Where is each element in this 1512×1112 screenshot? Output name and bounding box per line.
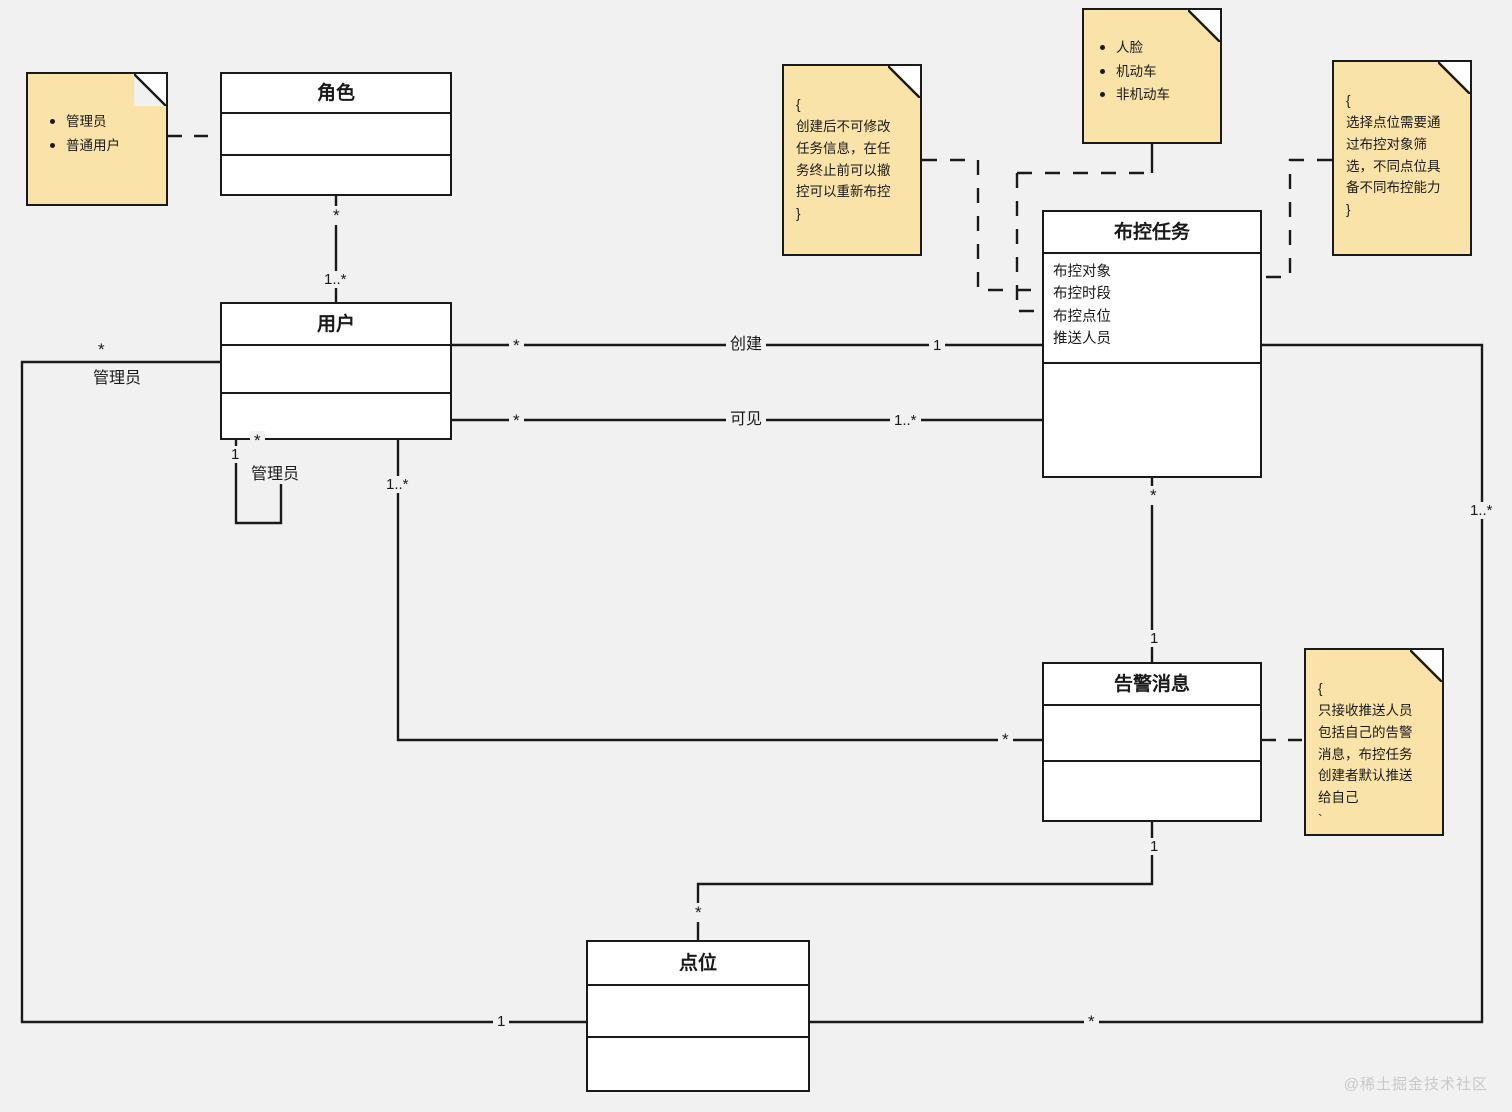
multiplicity-role-user-top: * [329,206,344,225]
note-item: 机动车 [1094,60,1220,84]
class-attributes [222,346,450,394]
note-item: 管理员 [44,110,166,134]
note-monitor-objects: 人脸 机动车 非机动车 [1082,8,1222,144]
note-text: { 创建后不可修改 任务信息，在任 务终止前可以撤 控可以重新布控 } [796,97,891,222]
multiplicity-visible-dst: 1..* [890,412,921,429]
multiplicity-task-alarm-src: * [1146,486,1161,505]
multiplicity-user-self-one: 1 [227,446,244,463]
multiplicity-user-alarm-src: 1..* [382,476,413,493]
class-operations [222,156,450,194]
class-attribute: 推送人员 [1053,331,1111,348]
association-label-create: 创建 [726,336,767,354]
class-role[interactable]: 角色 [220,72,452,196]
class-name: 布控任务 [1044,212,1260,254]
class-attribute: 布控点位 [1053,308,1111,325]
multiplicity-user-left-star: * [94,340,109,359]
class-attributes [222,114,450,156]
class-attributes [1044,706,1260,762]
class-name: 点位 [588,942,808,986]
multiplicity-alarm-spot-dst: * [691,903,706,922]
note-role-kinds: 管理员 普通用户 [26,72,168,206]
multiplicity-task-spot-right: 1..* [1466,502,1497,519]
note-task-rule: { 创建后不可修改 任务信息，在任 务终止前可以撤 控可以重新布控 } [782,64,922,256]
multiplicity-spot-left: 1 [493,1013,510,1030]
note-fold-icon [134,74,166,106]
multiplicity-visible-src: * [509,411,524,430]
class-name: 告警消息 [1044,664,1260,706]
multiplicity-role-user-bottom: 1..* [320,271,351,288]
watermark: @稀土掘金技术社区 [1343,1076,1488,1093]
link-user-alarm [396,440,1042,742]
note-alarm-rule: { 只接收推送人员 包括自己的告警 消息，布控任务 创建者默认推送 给自己 ` [1304,648,1444,836]
class-attribute: 布控时段 [1053,286,1111,303]
multiplicity-alarm-spot-src: 1 [1146,838,1163,855]
note-text: { 选择点位需要通 过布控对象筛 选，不同点位具 备不同布控能力 } [1346,93,1441,218]
class-user[interactable]: 用户 [220,302,452,440]
class-attribute: 布控对象 [1053,264,1111,280]
multiplicity-create-dst: 1 [929,337,946,354]
note-fold-icon [1410,650,1442,682]
multiplicity-user-alarm-dst: * [998,730,1013,749]
note-item: 普通用户 [44,134,166,158]
note-spot-rule: { 选择点位需要通 过布控对象筛 选，不同点位具 备不同布控能力 } [1332,60,1472,256]
note-text: { 只接收推送人员 包括自己的告警 消息，布控任务 创建者默认推送 给自己 ` [1318,681,1413,828]
association-label-visible: 可见 [726,411,767,429]
multiplicity-user-self-star: * [250,431,265,450]
class-operations [1044,762,1260,820]
multiplicity-spot-right: * [1084,1012,1099,1031]
link-note-task-rule [922,158,1042,292]
class-spot[interactable]: 点位 [586,940,810,1092]
class-alarm-message[interactable]: 告警消息 [1042,662,1262,822]
note-item: 非机动车 [1094,83,1220,107]
link-alarm-spot [696,822,1154,940]
link-note-spot-rule [1262,158,1332,279]
class-attributes: 布控对象 布控时段 布控点位 推送人员 [1044,254,1260,364]
note-fold-icon [1188,10,1220,42]
class-operations [588,1038,808,1090]
class-name: 角色 [222,74,450,114]
class-attributes [588,986,808,1038]
multiplicity-create-src: * [509,336,524,355]
role-label-admin-left: 管理员 [89,370,146,388]
multiplicity-task-alarm-dst: 1 [1146,630,1163,647]
class-monitor-task[interactable]: 布控任务 布控对象 布控时段 布控点位 推送人员 [1042,210,1262,478]
class-operations [1044,364,1260,476]
role-label-admin-bottom: 管理员 [247,466,304,484]
link-note-objects-dash [1015,173,1042,313]
class-name: 用户 [222,304,450,346]
note-fold-icon [888,66,920,98]
note-fold-icon [1438,62,1470,94]
link-user-left-rail [20,360,586,1024]
note-item: 人脸 [1094,36,1220,60]
